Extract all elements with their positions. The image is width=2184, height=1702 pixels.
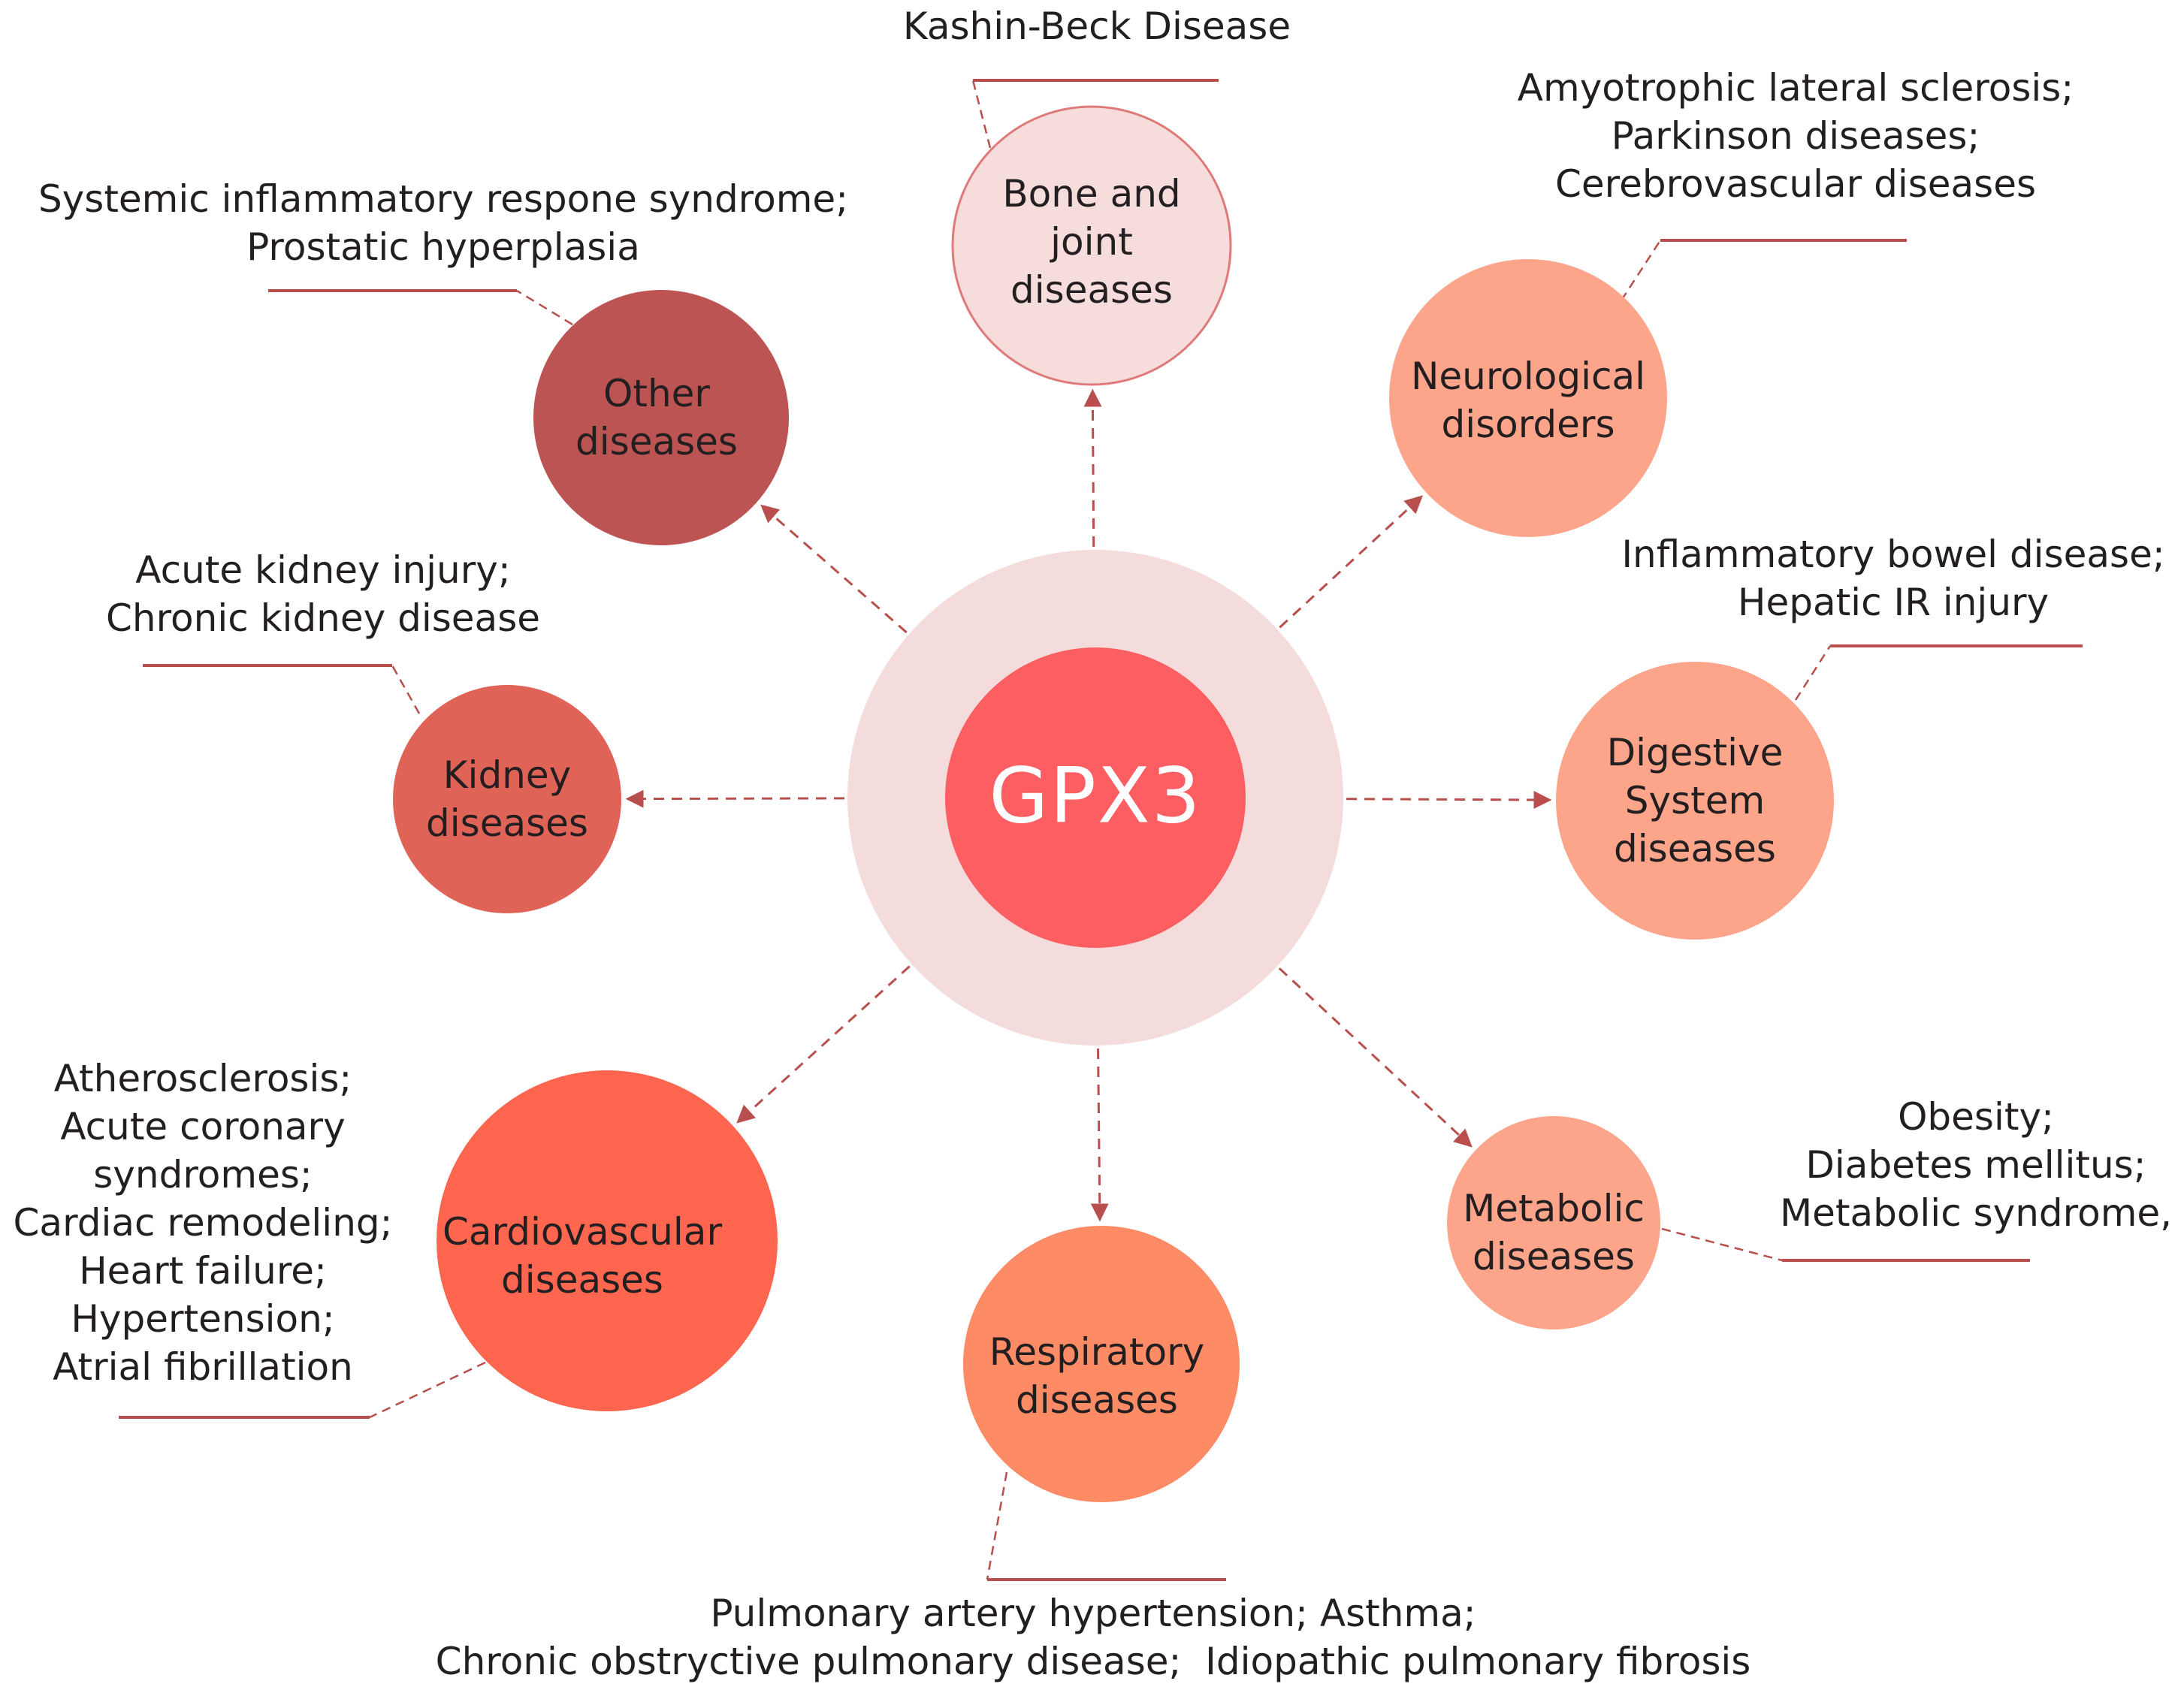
leader-dash-other (516, 289, 573, 326)
leader-dash-kidney (391, 665, 421, 714)
node-label-bone: Bone and joint diseases (1002, 172, 1181, 312)
node-circle-neuro (1389, 259, 1667, 537)
node-circle-cardio (436, 1070, 778, 1411)
node-circle-bone (951, 105, 1232, 386)
node-label-cardio: Cardiovascular diseases (443, 1210, 722, 1302)
disease-list-other: Systemic inflammatory respone syndrome; … (38, 177, 849, 269)
disease-list-bone: Kashin-Beck Disease (902, 5, 1291, 48)
arrow-digestive (1346, 790, 1552, 809)
arrow-cardio (736, 965, 911, 1124)
node-label-respiratory: Respiratory diseases (989, 1330, 1205, 1422)
node-label-other: Other diseases (575, 372, 738, 463)
leader-dash-bone (971, 80, 992, 149)
disease-list-cardio: Atherosclerosis; Acute coronary syndrome… (13, 1057, 393, 1389)
leader-dash-respiratory (986, 1471, 1008, 1580)
arrow-respiratory (1090, 1048, 1109, 1222)
node-circle-metabolic (1447, 1116, 1660, 1329)
node-circle-kidney (393, 685, 621, 913)
leader-dash-neuro (1620, 240, 1662, 301)
node-label-digestive: Digestive System diseases (1606, 731, 1784, 871)
arrow-kidney (625, 789, 845, 808)
arrow-metabolic (1278, 967, 1473, 1148)
disease-list-neuro: Amyotrophic lateral sclerosis; Parkinson… (1517, 66, 2074, 206)
arrow-bone (1083, 388, 1102, 548)
disease-list-metabolic: Obesity; Diabetes mellitus; Metabolic sy… (1779, 1095, 2173, 1235)
leader-dash-digestive (1794, 645, 1832, 701)
arrow-other (760, 504, 908, 634)
disease-list-respiratory: Pulmonary artery hypertension; Asthma; C… (435, 1592, 1751, 1683)
disease-list-kidney: Acute kidney injury; Chronic kidney dise… (105, 548, 541, 640)
node-label-metabolic: Metabolic diseases (1463, 1187, 1645, 1278)
node-label-neuro: Neurological disorders (1410, 355, 1646, 446)
disease-list-digestive: Inflammatory bowel disease; Hepatic IR i… (1621, 533, 2165, 624)
leader-dash-cardio (369, 1361, 486, 1419)
arrow-neuro (1279, 495, 1423, 629)
hub-label: GPX3 (989, 751, 1202, 841)
node-circle-digestive (1556, 662, 1834, 940)
leader-dash-metabolic (1661, 1227, 1783, 1262)
node-circle-other (533, 290, 789, 545)
hub-inner-circle (945, 647, 1246, 948)
node-circle-respiratory (963, 1226, 1240, 1502)
node-label-kidney: Kidney diseases (426, 753, 588, 845)
